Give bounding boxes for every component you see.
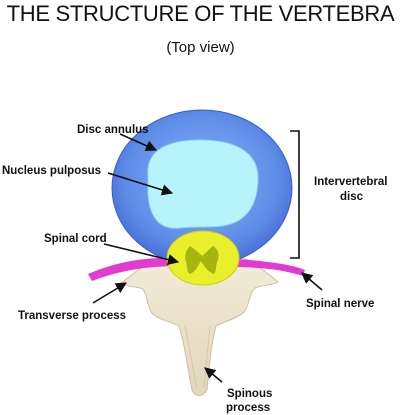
label-intervertebral-line2: disc (340, 191, 364, 203)
label-transverse-process: Transverse process (18, 310, 127, 322)
bone-shading (184, 325, 211, 389)
label-spinal-nerve: Spinal nerve (306, 298, 375, 310)
spinous-process-arrow (204, 367, 223, 383)
label-intervertebral-line1: Intervertebral (314, 176, 388, 188)
label-spinal-cord: Spinal cord (44, 233, 107, 245)
diagram-title: THE STRUCTURE OF THE VERTEBRA (6, 1, 395, 26)
spinal-nerve-arrow (301, 272, 323, 291)
label-nucleus-pulposus: Nucleus pulposus (2, 165, 102, 177)
nucleus-pulposus-arrow (107, 172, 174, 196)
label-spinous-line2: process (226, 402, 271, 414)
spinal-cord-arrow (103, 243, 180, 266)
diagram-subtitle: (Top view) (166, 39, 235, 56)
intervertebral-disc-bracket (290, 130, 300, 259)
spinal-nerve-shape (88, 257, 305, 281)
nucleus-pulposus-shape (147, 139, 259, 229)
label-disc-annulus: Disc annulus (77, 124, 149, 136)
spinal-cord-grey-matter (185, 246, 219, 274)
disc-annulus-arrow (119, 133, 158, 152)
label-spinous-line1: Spinous (227, 388, 273, 400)
transverse-process-arrow (92, 282, 127, 304)
